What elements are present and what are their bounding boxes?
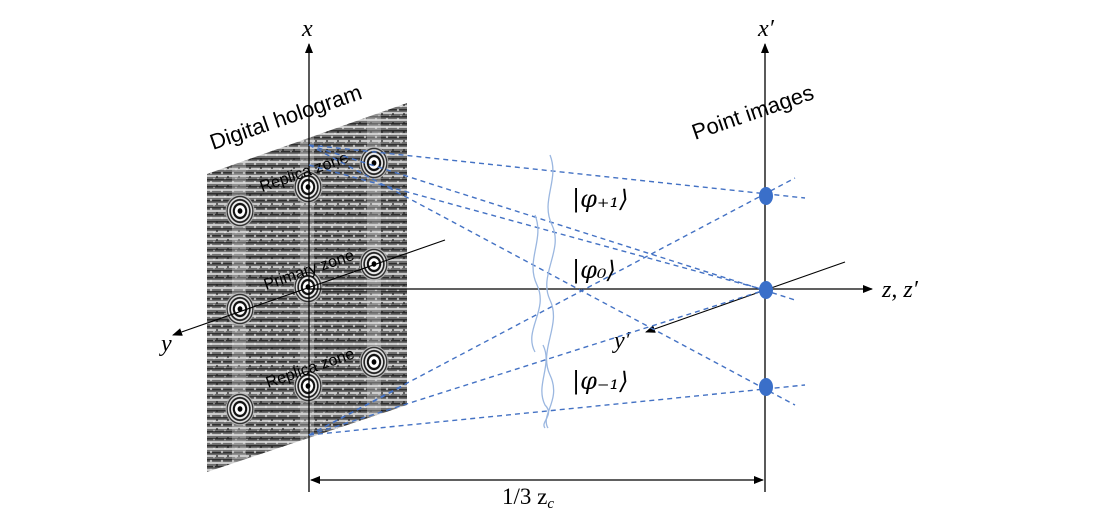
zone-plate bbox=[359, 345, 389, 379]
point-image-plus-one bbox=[759, 187, 773, 205]
zone-plate bbox=[293, 170, 323, 204]
zone-plate bbox=[293, 369, 323, 403]
x-prime-axis-label: x′ bbox=[757, 16, 775, 42]
point-image-zero bbox=[759, 281, 773, 299]
state-zero-label: |φ₀⟩ bbox=[572, 256, 616, 285]
x-axis-label: x bbox=[301, 16, 313, 42]
axes bbox=[172, 43, 873, 492]
hologram-plate bbox=[207, 103, 407, 472]
state-minus-one-label: |φ₋₁⟩ bbox=[572, 367, 629, 396]
zone-plate bbox=[359, 247, 389, 281]
zone-plate bbox=[225, 194, 255, 228]
y-axis-line bbox=[172, 239, 446, 336]
state-plus-one-label: |φ₊₁⟩ bbox=[572, 185, 629, 214]
point-image-minus-one bbox=[759, 378, 773, 396]
zone-plate bbox=[225, 292, 255, 326]
zone-plate bbox=[293, 270, 323, 304]
y-prime-axis-line bbox=[645, 261, 846, 333]
point-images bbox=[759, 187, 773, 396]
zone-plate bbox=[225, 392, 255, 426]
z-axis-label: z, z′ bbox=[881, 277, 919, 303]
point-images-title: Point images bbox=[688, 80, 816, 145]
distance-label: 1/3 zc bbox=[502, 484, 554, 508]
zone-plate bbox=[359, 146, 389, 180]
y-axis-label: y bbox=[159, 331, 172, 357]
wavefronts bbox=[531, 154, 556, 429]
y-prime-axis-label: y′ bbox=[612, 328, 631, 354]
